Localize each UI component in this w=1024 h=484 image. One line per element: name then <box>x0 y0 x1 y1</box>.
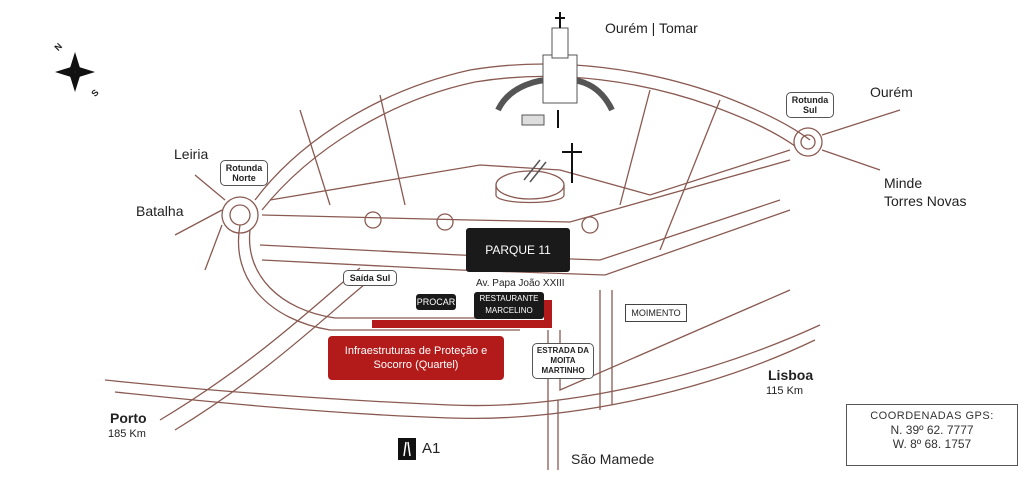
gps-north: N. 39º 62. 7777 <box>890 423 974 437</box>
label-minde: Minde <box>884 175 923 191</box>
restaurante-marcelino: RESTAURANTE MARCELINO <box>474 292 544 319</box>
quartel: Infraestruturas de Proteção e Socorro (Q… <box>328 336 504 380</box>
label-ourem-tomar: Ourém | Tomar <box>605 20 698 36</box>
gps-coordinates-box: COORDENADAS GPS: N. 39º 62. 7777 W. 8º 6… <box>846 404 1018 466</box>
compass-rose-icon <box>55 52 95 92</box>
basilica-icon <box>495 12 615 128</box>
moimento: MOIMENTO <box>625 304 687 322</box>
callout-saida-sul: Saída Sul <box>343 270 397 286</box>
avenue-label: Av. Papa João XXIII <box>476 278 565 289</box>
label-a1: A1 <box>422 440 441 457</box>
callout-estrada-moita-martinho: ESTRADA DA MOITA MARTINHO <box>532 343 594 379</box>
label-sao-mamede: São Mamede <box>571 451 655 467</box>
label-porto: Porto <box>110 410 147 426</box>
parque-11: PARQUE 11 <box>466 228 570 272</box>
label-ourem: Ourém <box>870 84 913 100</box>
label-lisboa: Lisboa <box>768 367 814 383</box>
motorway-icon <box>398 438 416 460</box>
label-leiria: Leiria <box>174 146 209 162</box>
procar: PROCAR <box>416 294 456 310</box>
gps-title: COORDENADAS GPS: <box>870 410 994 422</box>
gps-west: W. 8º 68. 1757 <box>892 437 972 451</box>
label-lisboa-distance: 115 Km <box>766 385 804 397</box>
label-batalha: Batalha <box>136 203 184 219</box>
label-porto-distance: 185 Km <box>108 428 146 440</box>
label-torres-novas: Torres Novas <box>884 193 967 209</box>
callout-rotunda-sul: Rotunda Sul <box>786 92 834 118</box>
callout-rotunda-norte: Rotunda Norte <box>220 160 268 186</box>
